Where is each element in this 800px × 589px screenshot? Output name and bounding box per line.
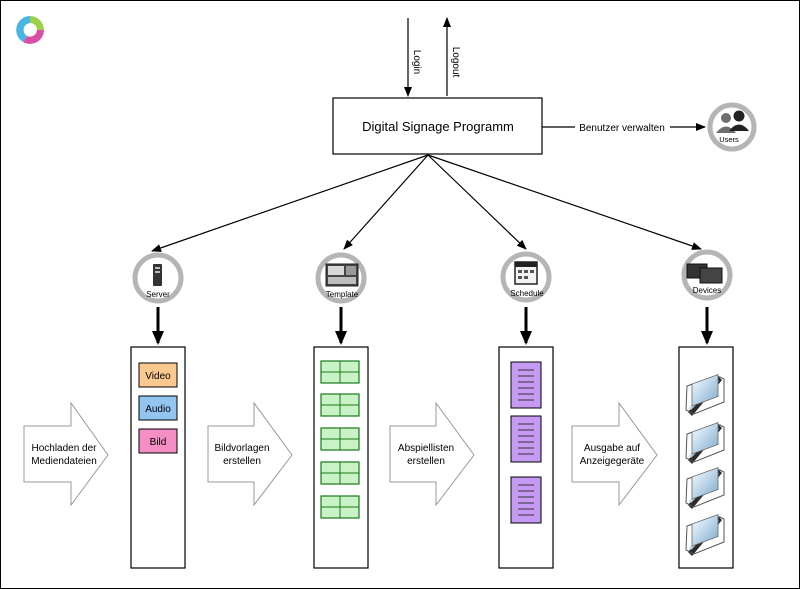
bild-box: Bild	[138, 428, 178, 454]
users-icon: Users	[707, 102, 757, 152]
display-screen	[685, 467, 725, 509]
step-templates-line1: Bildvorlagen	[214, 443, 269, 454]
template-icon: Template	[315, 252, 367, 304]
step-playlists-line1: Abspiellisten	[398, 443, 454, 454]
step-upload-line2: Mediendateien	[31, 456, 97, 467]
users-edge: Benutzer verwalten	[542, 120, 706, 134]
users-edge-label: Benutzer verwalten	[579, 123, 665, 134]
login-label: Login	[411, 50, 422, 74]
playlist-doc	[510, 361, 542, 409]
playlist-column	[498, 346, 554, 569]
logout-arrow: Logout	[443, 17, 461, 96]
step-playlists-line2: erstellen	[407, 456, 445, 467]
main-program-box: Digital Signage Programm	[332, 97, 543, 155]
display-column	[678, 346, 734, 569]
app-logo	[16, 16, 44, 44]
step-arrow-upload: Hochladen der Mediendateien	[23, 401, 109, 507]
media-column: Video Audio Bild	[130, 346, 186, 569]
main-box-label: Digital Signage Programm	[362, 119, 514, 134]
step-templates-line2: erstellen	[223, 456, 261, 467]
template-grid	[320, 393, 360, 417]
server-icon-label: Server	[146, 290, 170, 299]
playlist-doc	[510, 415, 542, 463]
template-grid	[320, 461, 360, 485]
branch-arrows	[151, 154, 702, 252]
step-arrow-templates: Bildvorlagen erstellen	[207, 401, 293, 507]
server-icon: Server	[132, 252, 184, 304]
bild-label: Bild	[150, 437, 167, 448]
step-output-line2: Anzeigegeräte	[580, 456, 645, 467]
step-arrow-output: Ausgabe auf Anzeigegeräte	[571, 401, 658, 507]
step-output-line1: Ausgabe auf	[584, 443, 640, 454]
users-icon-label: Users	[719, 135, 739, 144]
display-screen	[685, 374, 725, 416]
step-arrow-playlists: Abspiellisten erstellen	[389, 401, 475, 507]
display-screen	[685, 422, 725, 464]
audio-label: Audio	[145, 404, 171, 415]
schedule-icon-label: Schedule	[510, 289, 544, 298]
template-icon-label: Template	[326, 290, 359, 299]
template-grid	[320, 360, 360, 384]
template-grid	[320, 427, 360, 451]
audio-box: Audio	[138, 395, 178, 421]
display-screen	[685, 514, 725, 556]
playlist-doc	[510, 476, 542, 524]
down-arrows	[152, 307, 713, 345]
step-upload-line1: Hochladen der	[31, 443, 97, 454]
devices-icon: Devices	[681, 249, 733, 301]
template-grid	[320, 495, 360, 519]
video-box: Video	[138, 362, 178, 388]
devices-icon-label: Devices	[693, 286, 721, 295]
schedule-icon: Schedule	[500, 251, 552, 303]
login-arrow: Login	[404, 18, 422, 97]
logout-label: Logout	[450, 47, 461, 78]
template-column	[313, 346, 369, 569]
video-label: Video	[145, 371, 171, 382]
